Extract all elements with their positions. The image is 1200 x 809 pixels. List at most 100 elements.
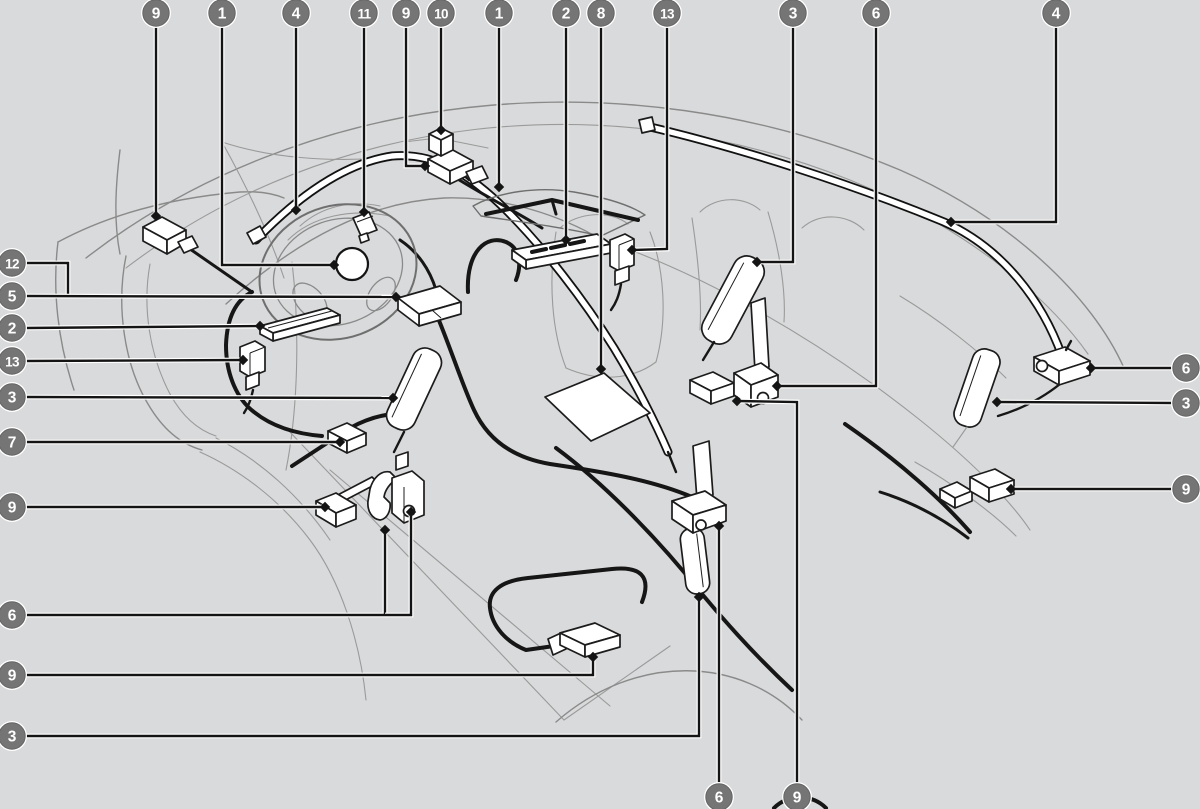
seat-belt-tensioner-rear-center (671, 440, 727, 534)
leader-diamond (319, 501, 331, 513)
callout-number: 6 (872, 5, 881, 22)
callout-badge (208, 0, 236, 27)
callout-number: 4 (292, 5, 301, 22)
side-airbag-rear-right (952, 348, 1001, 448)
leader-diamond (150, 210, 162, 222)
leader-diamond (713, 520, 725, 532)
leader-diamond (751, 256, 763, 268)
callout-badge (1172, 354, 1200, 382)
connector-floor-front (327, 422, 367, 454)
callout-number: 9 (402, 5, 411, 22)
leader-diamond (991, 396, 1003, 408)
callout-9-27: 9 (731, 395, 812, 809)
seat-position-sensor-mat (544, 372, 651, 442)
callout-8-8: 8 (586, 0, 616, 375)
callout-badge (392, 0, 420, 27)
leader-diamond (626, 244, 638, 256)
callout-number: 12 (5, 256, 19, 271)
leader-diamond (405, 506, 417, 518)
callout-9-21: 9 (0, 651, 599, 690)
leader-diamond (595, 363, 607, 375)
rear-impact-sensor-right (939, 468, 1015, 509)
connector-center-dash (609, 233, 635, 286)
callout-badge (653, 0, 681, 27)
leader-diamond (1005, 483, 1017, 495)
callout-number: 9 (152, 5, 161, 22)
callout-6-26: 6 (704, 520, 734, 809)
callout-badge (282, 0, 310, 27)
callout-badge (0, 314, 26, 342)
callout-badge (350, 0, 378, 27)
callout-badge (0, 249, 26, 277)
callout-number: 3 (8, 389, 17, 406)
callout-number: 2 (8, 320, 17, 337)
callout-6-23: 6 (1085, 353, 1200, 383)
callout-3-24: 3 (991, 388, 1200, 418)
callout-badge (1172, 475, 1200, 503)
callout-4-12: 4 (945, 0, 1071, 228)
callout-number: 11 (357, 6, 371, 21)
leader-diamond (358, 206, 370, 218)
leader-diamond (1085, 362, 1097, 374)
callout-2-7: 2 (551, 0, 581, 246)
leader-diamond (290, 204, 302, 216)
connector-floor-rear (689, 371, 735, 405)
callout-13-16: 13 (0, 346, 249, 376)
leader-diamond (419, 160, 431, 172)
leader-diamond (693, 591, 705, 603)
callout-number: 9 (793, 789, 802, 806)
callout-3-22: 3 (0, 591, 705, 751)
seat-belt-buckle-tensioner-front (367, 451, 425, 524)
front-impact-sensor (142, 216, 199, 255)
leader-diamond (379, 524, 391, 536)
callout-badge (485, 0, 513, 27)
callout-badge (0, 601, 26, 629)
callout-badge (0, 493, 26, 521)
callout-1-1: 1 (207, 0, 340, 271)
callout-1-6: 1 (484, 0, 514, 193)
callout-badge (862, 0, 890, 27)
callout-9-25: 9 (1005, 474, 1200, 504)
callout-number: 5 (8, 288, 17, 305)
callout-badge (0, 428, 26, 456)
roof-unit (403, 127, 489, 157)
callout-badge (552, 0, 580, 27)
side-airbag-rear-center (679, 527, 711, 595)
seat-belt-tensioner-right (1033, 339, 1091, 386)
leader-diamond (587, 651, 599, 663)
srs-unit (397, 285, 462, 327)
callout-badge (587, 0, 615, 27)
callout-7-18: 7 (0, 427, 346, 457)
callout-number: 7 (8, 434, 17, 451)
leader-diamond (334, 436, 346, 448)
callout-9-0: 9 (141, 0, 171, 222)
callout-number: 3 (789, 5, 798, 22)
callout-number: 8 (597, 5, 606, 22)
driver-airbag-hub (334, 246, 370, 282)
callout-3-10: 3 (751, 0, 808, 268)
passenger-airbag-lid (472, 188, 646, 237)
callout-number: 4 (1052, 5, 1061, 22)
callout-10-5: 10 (426, 0, 456, 136)
callout-2-15: 2 (0, 313, 266, 343)
callout-3-17: 3 (0, 382, 399, 412)
leader-diamond (254, 320, 266, 332)
callout-12-13: 12 (0, 248, 71, 295)
callout-number: 2 (562, 5, 571, 22)
callout-badge (0, 383, 26, 411)
callout-6-20: 6 (0, 506, 417, 630)
callout-badge (779, 0, 807, 27)
callout-badge (0, 661, 26, 689)
callout-4-2: 4 (281, 0, 311, 216)
leader-diamond (328, 259, 340, 271)
callout-9-4: 9 (391, 0, 431, 172)
callout-number: 3 (1182, 395, 1191, 412)
leader-diamond (771, 380, 783, 392)
leader-diamond (387, 392, 399, 404)
callout-number: 9 (8, 667, 17, 684)
leader-diamond (560, 234, 572, 246)
callout-number: 6 (715, 789, 724, 806)
callout-number: 9 (8, 499, 17, 516)
callout-number: 6 (8, 607, 17, 624)
